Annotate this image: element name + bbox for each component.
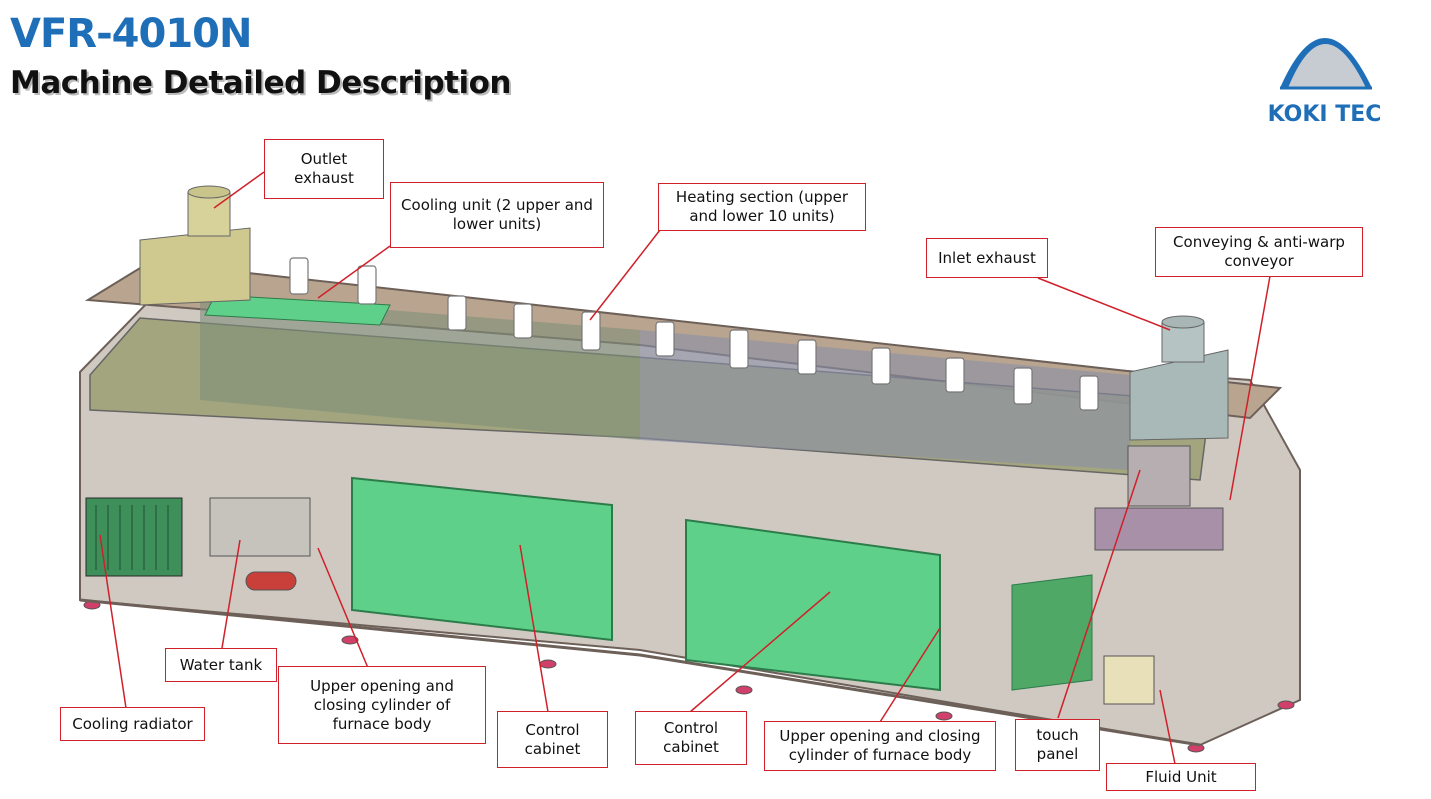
callout-label: Upper opening and closing cylinder of fu… <box>310 676 454 733</box>
callout-cooling-unit: Cooling unit (2 upper and lower units) <box>390 182 604 248</box>
callout-label: Cooling unit (2 upper and lower units) <box>401 196 593 233</box>
callout-label: Cooling radiator <box>72 714 193 733</box>
water-tank-graphic <box>209 497 311 557</box>
outlet-exhaust-stack <box>187 191 231 237</box>
fluid-panel-graphic <box>1011 574 1093 691</box>
radiator-graphic <box>85 497 183 577</box>
callout-label: Fluid Unit <box>1145 767 1217 786</box>
callout-label: Upper opening and closing cylinder of fu… <box>779 727 981 764</box>
callout-outlet-exhaust: Outlet exhaust <box>264 139 384 199</box>
callout-fluid-unit: Fluid Unit <box>1106 763 1256 791</box>
model-title: VFR-4010N <box>10 11 252 57</box>
koki-tec-logo: KOKI TEC <box>1262 18 1387 130</box>
callout-label: Outlet exhaust <box>294 150 354 187</box>
callout-conveyor: Conveying & anti-warp conveyor <box>1155 227 1363 277</box>
callout-label: Conveying & anti-warp conveyor <box>1173 233 1345 270</box>
control-cabinet-right-graphic <box>685 518 941 692</box>
callout-water-tank: Water tank <box>165 648 277 682</box>
heater-cylinders <box>289 257 1099 411</box>
callout-cylinder-right: Upper opening and closing cylinder of fu… <box>764 721 996 771</box>
operator-console <box>1094 507 1224 551</box>
inlet-exhaust-box <box>1129 349 1229 441</box>
outlet-exhaust-box <box>139 227 251 306</box>
callout-leader-lines <box>99 171 1271 765</box>
page-title: Machine Detailed Description <box>10 65 511 101</box>
callout-heating-section: Heating section (upper and lower 10 unit… <box>658 183 866 231</box>
callout-label: Control cabinet <box>663 719 719 756</box>
callout-control-cabinet-right: Control cabinet <box>635 711 747 765</box>
dome-logo-icon <box>1280 38 1372 90</box>
callout-control-cabinet-left: Control cabinet <box>497 711 608 768</box>
callout-inlet-exhaust: Inlet exhaust <box>926 238 1048 278</box>
callout-label: Water tank <box>179 655 263 674</box>
callout-label: Control cabinet <box>524 720 581 758</box>
callout-label: Heating section (upper and lower 10 unit… <box>675 188 849 225</box>
control-cabinet-left-graphic <box>351 476 613 642</box>
logo-text: KOKI TEC <box>1267 102 1382 127</box>
callout-cooling-radiator: Cooling radiator <box>60 707 205 741</box>
cooling-plate <box>204 294 391 326</box>
fluid-unit-graphic <box>1103 655 1155 705</box>
callout-cylinder-left: Upper opening and closing cylinder of fu… <box>278 666 486 744</box>
callout-label: touch panel <box>1036 726 1079 763</box>
callout-label: Inlet exhaust <box>938 248 1036 267</box>
callout-touch-panel: touch panel <box>1015 719 1100 771</box>
furnace-lid-right <box>640 330 1130 470</box>
